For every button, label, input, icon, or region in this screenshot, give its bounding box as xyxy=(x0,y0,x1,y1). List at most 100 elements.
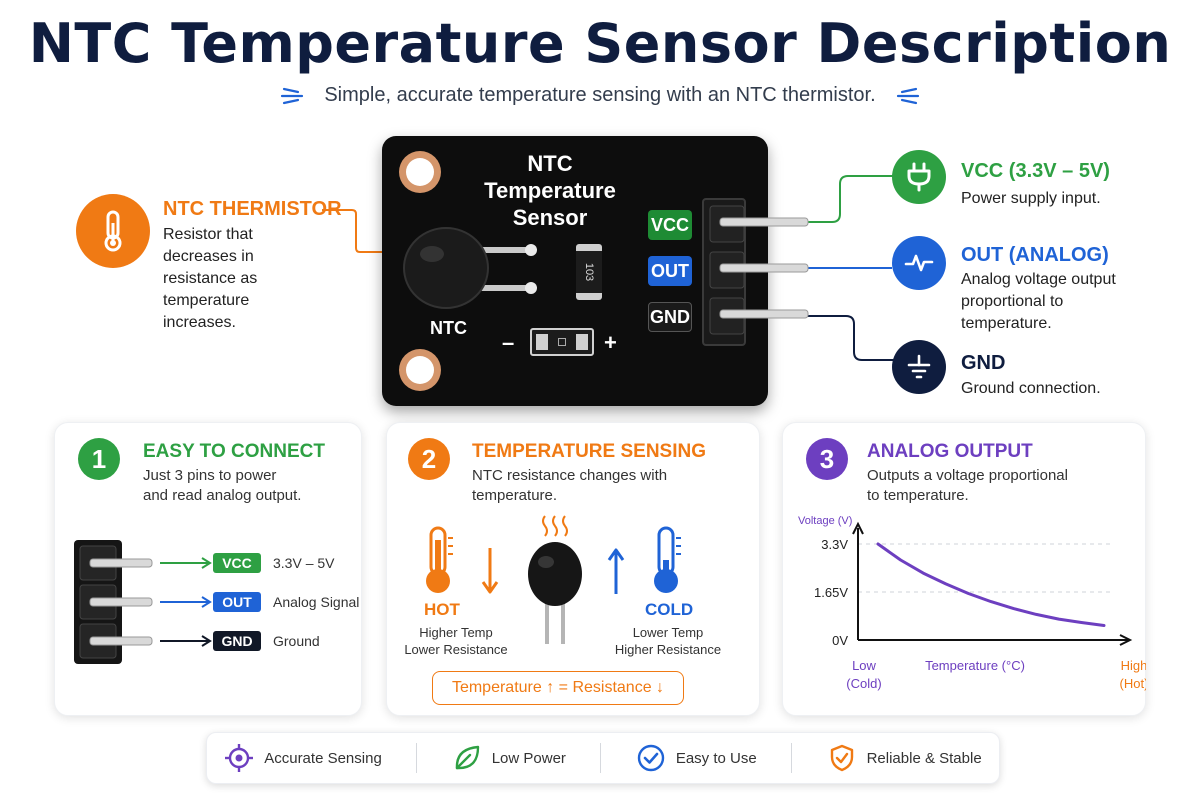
gnd-heading: GND xyxy=(961,352,1006,374)
subtitle: Simple, accurate temperature sensing wit… xyxy=(324,84,876,106)
formula-box: Temperature ↑ = Resistance ↓ xyxy=(432,671,684,705)
feature-divider xyxy=(416,743,418,773)
feature-label: Accurate Sensing xyxy=(264,749,382,767)
thermistor-description-line: decreases in xyxy=(163,248,254,265)
smd-led xyxy=(530,328,594,356)
mini-pin-header xyxy=(74,540,212,664)
up-arrow-icon xyxy=(607,548,625,594)
analog-description: Outputs a voltage proportional to temper… xyxy=(867,466,1068,506)
board-title-line: Sensor xyxy=(512,205,588,230)
feature-label: Reliable & Stable xyxy=(866,749,982,767)
vcc-heading: VCC (3.3V – 5V) xyxy=(961,160,1110,182)
hot-label: HOT xyxy=(424,600,460,619)
thermistor-description-line: increases. xyxy=(163,314,236,331)
board-title-line: NTC xyxy=(527,151,573,176)
chart-x-start-label: Low xyxy=(852,658,876,673)
waveform-icon xyxy=(892,236,946,290)
board-pin-out: OUT xyxy=(648,256,692,286)
step-number-2: 2 xyxy=(408,438,450,480)
smd-resistor: 103 xyxy=(576,244,602,300)
board-pin-gnd: GND xyxy=(648,302,692,332)
mini-pin-out: OUT xyxy=(213,592,261,612)
feature-reliable: Reliable & Stable xyxy=(827,743,982,773)
mini-pin-vcc-desc: 3.3V – 5V xyxy=(273,555,335,571)
checkmark-icon xyxy=(637,744,665,772)
step-number-3: 3 xyxy=(806,438,848,480)
feature-easy-to-use: Easy to Use xyxy=(636,743,757,773)
cold-thermometer-icon xyxy=(654,526,681,593)
plus-label: + xyxy=(604,330,617,355)
vcc-description: Power supply input. xyxy=(961,190,1101,207)
thermistor-description: Resistor that decreases in resistance as… xyxy=(163,224,313,334)
sensing-heading: TEMPERATURE SENSING xyxy=(472,441,707,462)
feature-divider xyxy=(600,743,602,773)
connect-description-line: Just 3 pins to power xyxy=(143,467,277,484)
cold-description-line: Lower Temp xyxy=(632,625,704,640)
shield-icon xyxy=(830,744,853,772)
leaf-icon xyxy=(455,745,479,770)
cold-description-line: Higher Resistance xyxy=(614,642,722,657)
target-icon xyxy=(225,744,254,772)
board-title: NTC Temperature Sensor xyxy=(470,150,630,231)
decoration-left-icon xyxy=(281,87,304,104)
chart-y-tick-label: 0V xyxy=(832,633,848,648)
out-description-line: proportional to xyxy=(961,293,1064,310)
mini-pin-out-desc: Analog Signal xyxy=(273,594,360,610)
chart-x-axis-label: Temperature (°C) xyxy=(925,658,1025,673)
sensing-description-line: temperature. xyxy=(472,487,558,504)
mini-pin-gnd: GND xyxy=(213,631,261,651)
chart-x-end-label: (Hot) xyxy=(1120,676,1146,691)
decoration-right-icon xyxy=(896,87,919,104)
feature-divider xyxy=(791,743,793,773)
hot-description-line: Higher Temp xyxy=(419,625,493,640)
thermistor-description-line: resistance as xyxy=(163,270,258,287)
sensing-description-line: NTC resistance changes with xyxy=(472,467,668,484)
out-description-line: temperature. xyxy=(961,315,1052,332)
feature-low-power: Low Power xyxy=(452,743,566,773)
mini-pin-gnd-desc: Ground xyxy=(273,633,320,649)
hot-description-line: Lower Resistance xyxy=(404,642,508,657)
chart-x-start-label: (Cold) xyxy=(846,676,881,691)
step-number-1: 1 xyxy=(78,438,120,480)
board-ntc-label: NTC xyxy=(430,318,467,338)
mounting-hole-top xyxy=(399,151,441,193)
thermistor-component xyxy=(403,227,537,309)
thermistor-description-line: temperature xyxy=(163,292,250,309)
header-pins xyxy=(709,205,809,335)
down-arrow-icon xyxy=(481,548,499,594)
thermometer-icon xyxy=(76,194,150,268)
connect-description-line: and read analog output. xyxy=(143,487,302,504)
cold-description: Lower Temp Higher Resistance xyxy=(610,624,726,658)
plug-icon xyxy=(892,150,946,204)
connect-description: Just 3 pins to power and read analog out… xyxy=(143,466,301,506)
mounting-hole-bottom xyxy=(399,349,441,391)
chart-x-axis-arrow xyxy=(1119,634,1133,646)
hot-description: Higher Temp Lower Resistance xyxy=(398,624,514,658)
cold-label: COLD xyxy=(645,600,694,619)
page-title: NTC Temperature Sensor Description xyxy=(28,12,1172,75)
chart-y-axis-arrow xyxy=(852,521,864,535)
thermistor-description-line: Resistor that xyxy=(163,226,253,243)
board-title-line: Temperature xyxy=(484,178,616,203)
analog-heading: ANALOG OUTPUT xyxy=(867,441,1033,462)
analog-description-line: to temperature. xyxy=(867,487,969,504)
board-pin-vcc: VCC xyxy=(648,210,692,240)
out-heading: OUT (ANALOG) xyxy=(961,244,1109,266)
analog-description-line: Outputs a voltage proportional xyxy=(867,467,1068,484)
hot-thermometer-icon xyxy=(426,526,453,593)
chart-y-axis-label: Voltage (V) xyxy=(798,515,852,527)
chart-series-line xyxy=(876,542,1106,627)
chart-y-tick-label: 1.65V xyxy=(814,585,848,600)
feature-accurate: Accurate Sensing xyxy=(224,743,382,773)
features-bar: Accurate Sensing Low Power Easy to Use R… xyxy=(206,732,1000,784)
out-description-line: Analog voltage output xyxy=(961,271,1116,288)
thermistor-heading: NTC THERMISTOR xyxy=(163,198,342,220)
gnd-description: Ground connection. xyxy=(961,380,1101,397)
feature-label: Low Power xyxy=(491,749,566,767)
connect-heading: EASY TO CONNECT xyxy=(143,441,325,462)
thermistor-heat-icon xyxy=(528,515,582,644)
minus-label: – xyxy=(502,330,515,355)
chart-x-end-label: High xyxy=(1121,658,1146,673)
